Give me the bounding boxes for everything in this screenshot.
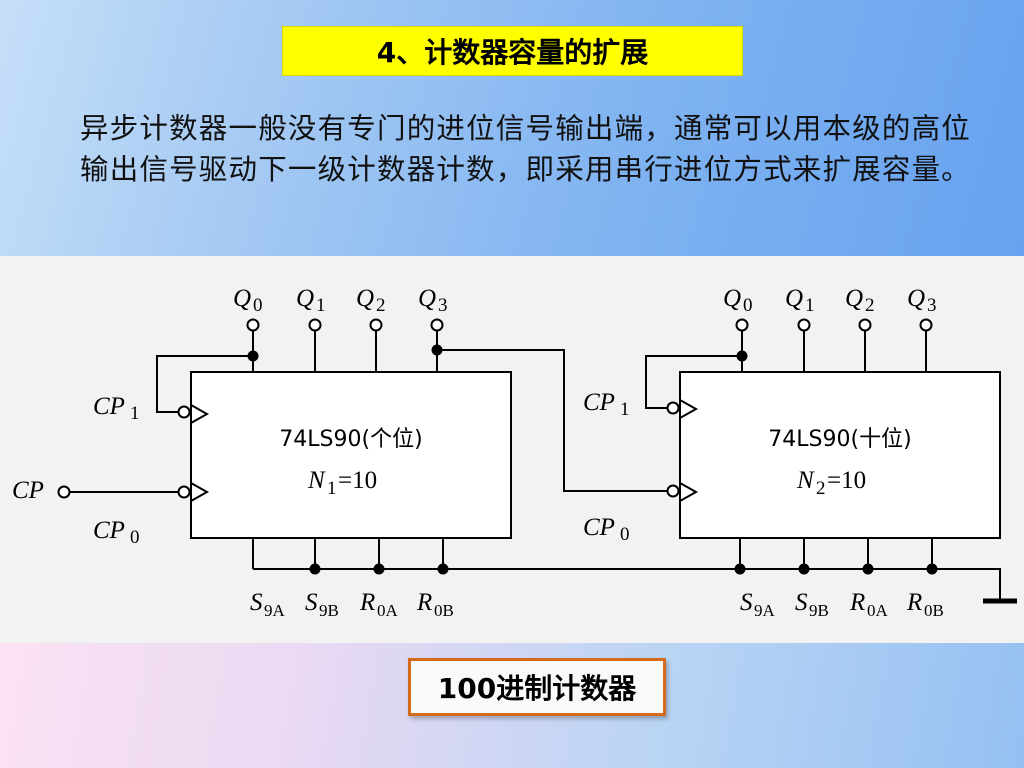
svg-text:2: 2 (816, 478, 826, 499)
slide-title: 4、计数器容量的扩展 (282, 26, 743, 76)
svg-text:0B: 0B (924, 601, 944, 620)
svg-text:0: 0 (253, 295, 263, 316)
q0-label-units: Q (233, 285, 251, 312)
svg-text:9B: 9B (319, 601, 339, 620)
svg-text:1: 1 (620, 399, 630, 420)
s9a-label-units: S (250, 589, 263, 616)
chip-tens-part: 74LS90(十位) (768, 427, 911, 452)
cp-input-terminal (57, 485, 71, 499)
svg-text:=10: =10 (338, 467, 377, 494)
r0a-label-units: R (359, 589, 375, 616)
q1-label-units: Q (296, 285, 314, 312)
chip-units-n: N (307, 467, 326, 494)
svg-text:0B: 0B (434, 601, 454, 620)
q2-label-units: Q (356, 285, 374, 312)
s9a-label-tens: S (740, 589, 753, 616)
cp-input-label: CP (12, 477, 44, 504)
cp1-label-units: CP (93, 393, 125, 420)
q2-label-tens: Q (845, 285, 863, 312)
q1-label-tens: Q (785, 285, 803, 312)
cp0-label-units: CP (93, 517, 125, 544)
cp0-label-tens: CP (583, 514, 615, 541)
q3-label-tens: Q (907, 285, 925, 312)
svg-text:2: 2 (376, 295, 386, 316)
description-paragraph: 异步计数器一般没有专门的进位信号输出端，通常可以用本级的高位输出信号驱动下一级计… (80, 112, 972, 186)
s9b-label-units: S (305, 589, 318, 616)
svg-text:3: 3 (438, 295, 448, 316)
r0b-label-units: R (416, 589, 432, 616)
counter-caption: 100进制计数器 (408, 658, 666, 716)
q3-label-units: Q (418, 285, 436, 312)
r0b-label-tens: R (906, 589, 922, 616)
svg-text:3: 3 (927, 295, 937, 316)
r0a-label-tens: R (849, 589, 865, 616)
svg-text:2: 2 (865, 295, 875, 316)
chip-tens-n: N (796, 467, 815, 494)
svg-text:9A: 9A (754, 601, 776, 620)
chip-units-part: 74LS90(个位) (279, 427, 422, 452)
s9b-label-tens: S (795, 589, 808, 616)
svg-text:0: 0 (620, 524, 630, 545)
svg-text:0: 0 (130, 527, 140, 548)
svg-text:9A: 9A (264, 601, 286, 620)
svg-text:0A: 0A (867, 601, 889, 620)
svg-text:1: 1 (130, 403, 140, 424)
svg-text:1: 1 (805, 295, 815, 316)
svg-text:1: 1 (316, 295, 326, 316)
svg-text:1: 1 (327, 478, 337, 499)
svg-text:0: 0 (743, 295, 753, 316)
chip-tens-box (679, 371, 1001, 539)
svg-text:=10: =10 (827, 467, 866, 494)
svg-text:0A: 0A (377, 601, 399, 620)
cp1-label-tens: CP (583, 389, 615, 416)
svg-text:9B: 9B (809, 601, 829, 620)
q0-label-tens: Q (723, 285, 741, 312)
chip-units-box (190, 371, 512, 539)
